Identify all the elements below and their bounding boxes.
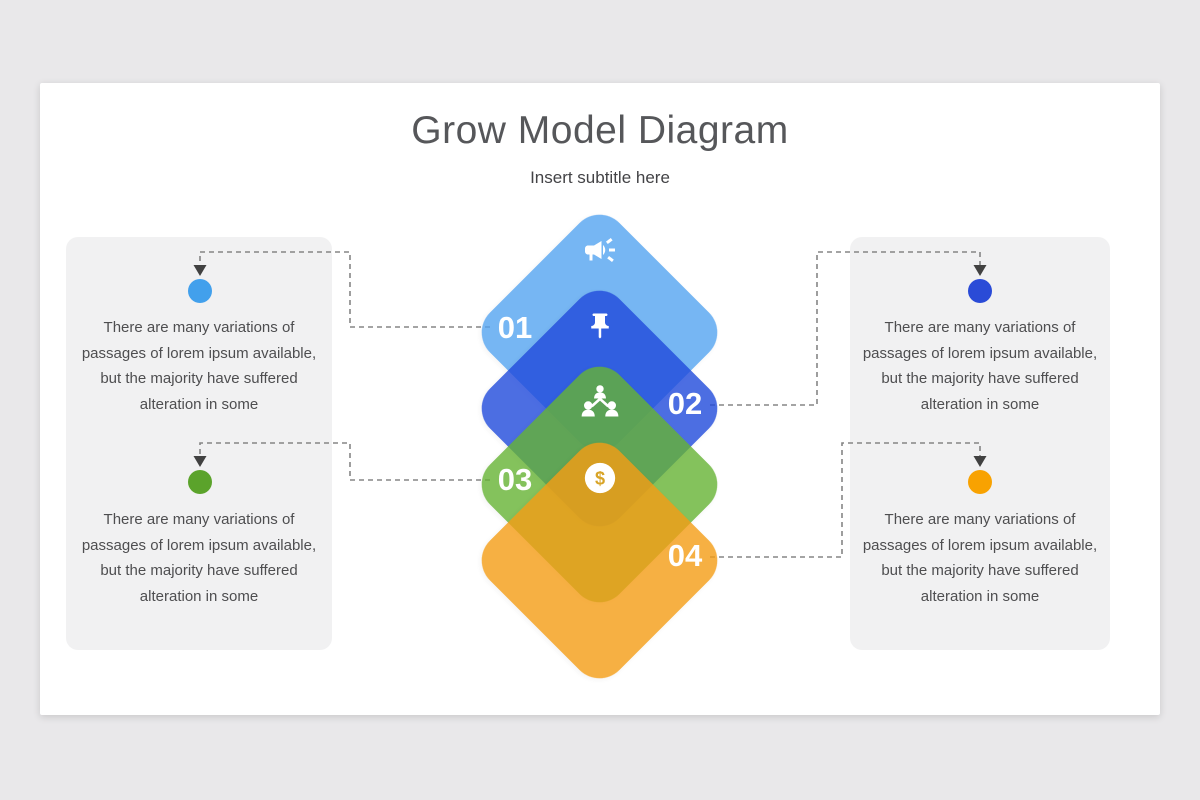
- step-number-2: 02: [667, 386, 703, 421]
- dollar-icon: $: [584, 462, 616, 494]
- slide-subtitle: Insert subtitle here: [530, 168, 670, 187]
- step-number-4: 04: [667, 538, 703, 573]
- step-number-1: 01: [497, 310, 533, 345]
- step-number-3: 03: [497, 462, 533, 497]
- dollar-glyph: $: [595, 468, 605, 488]
- callout-text-top-right: There are many variations of passages of…: [862, 319, 1098, 413]
- callout-dot-darkblue: [968, 279, 992, 303]
- slide-title: Grow Model Diagram: [411, 109, 789, 152]
- callout-dot-orange: [968, 470, 992, 494]
- megaphone-icon: [585, 238, 615, 262]
- callout-text-bottom-left: There are many variations of passages of…: [81, 511, 317, 605]
- pushpin-icon: [591, 313, 609, 339]
- slide-card: Grow Model Diagram Insert subtitle here …: [40, 83, 1160, 715]
- callout-text-top-left: There are many variations of passages of…: [81, 319, 317, 413]
- callout-text-bottom-right: There are many variations of passages of…: [862, 511, 1098, 605]
- callout-dot-green: [188, 470, 212, 494]
- team-icon: [581, 385, 619, 417]
- callout-dot-blue: [188, 279, 212, 303]
